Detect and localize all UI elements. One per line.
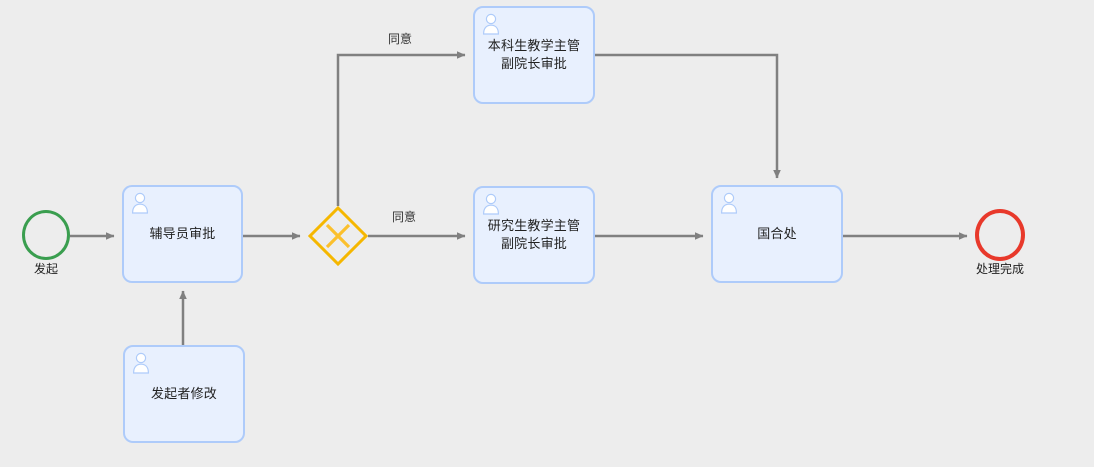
task-undergraduate-dean-approval[interactable]: 本科生教学主管 副院长审批 [473, 6, 595, 104]
task-initiator-revise[interactable]: 发起者修改 [123, 345, 245, 443]
end-event-label: 处理完成 [975, 262, 1025, 276]
user-icon [481, 13, 501, 35]
start-event[interactable]: 发起 [22, 210, 70, 276]
task-graduate-dean-approval[interactable]: 研究生教学主管 副院长审批 [473, 186, 595, 284]
task-label: 国合处 [757, 226, 797, 241]
edge-undergrad-to-intl [595, 53, 781, 179]
task-international-office[interactable]: 国合处 [711, 185, 843, 283]
task-label: 辅导员审批 [149, 226, 216, 241]
end-event[interactable]: 处理完成 [975, 209, 1025, 276]
exclusive-gateway[interactable] [308, 206, 368, 266]
user-icon [481, 193, 501, 215]
edge-gateway-to-undergrad [336, 51, 466, 206]
task-counselor-approval[interactable]: 辅导员审批 [122, 185, 243, 283]
user-icon [130, 192, 150, 214]
task-label: 本科生教学主管 副院长审批 [487, 38, 581, 71]
task-label: 研究生教学主管 副院长审批 [487, 218, 581, 251]
start-event-label: 发起 [33, 262, 59, 276]
gateway-x-icon [325, 223, 351, 249]
edge-label-bottom-branch: 同意 [392, 210, 417, 224]
user-icon [719, 192, 739, 214]
edge-label-top-branch: 同意 [388, 32, 413, 46]
task-label: 发起者修改 [150, 386, 217, 401]
user-icon [131, 352, 151, 374]
